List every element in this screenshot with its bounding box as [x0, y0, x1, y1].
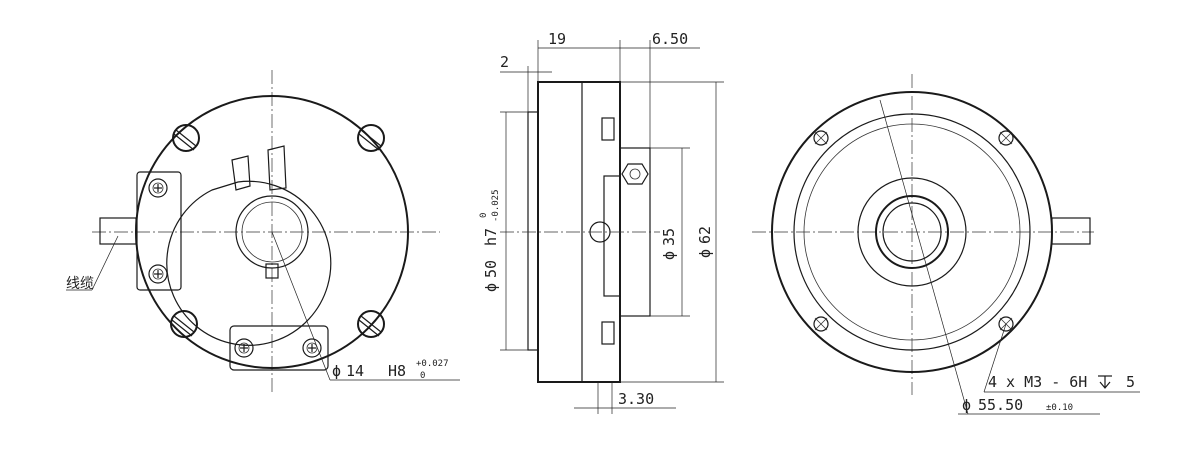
dim50-tol-lower: -0.025	[491, 189, 501, 222]
screw-top-left	[172, 124, 200, 152]
bore-key	[265, 263, 279, 279]
rear-ring-inner	[803, 123, 1021, 341]
screw-bottom-right	[357, 310, 385, 338]
bore-outer	[235, 195, 309, 269]
front-view: 线缆 ϕ 14 H8 +0.027 0	[66, 70, 460, 395]
dim50-value: 50	[482, 260, 500, 278]
inner-cutaway	[166, 180, 332, 346]
bore-phi-symbol: ϕ	[332, 362, 341, 380]
depth-icon	[1098, 375, 1112, 389]
wire-leader-line	[91, 235, 119, 291]
dim35-phi: ϕ	[660, 251, 678, 260]
rear-wire-stub	[1051, 217, 1091, 245]
plate-screw-right	[302, 338, 322, 358]
dim50-tol-upper: 0	[479, 213, 489, 218]
dim62-phi: ϕ	[696, 249, 714, 258]
dim50-phi: ϕ	[482, 283, 500, 292]
bore-leader-line	[271, 231, 331, 381]
side-rib-top	[601, 117, 615, 141]
bore-tol-lower: 0	[420, 371, 425, 381]
pcd-tol: ±0.10	[1046, 403, 1073, 413]
dim-650: 6.50	[652, 30, 688, 48]
bottom-plate	[229, 325, 329, 371]
dim-19: 19	[548, 30, 566, 48]
rear-hub-ring	[875, 195, 949, 269]
plate-screw-left	[234, 338, 254, 358]
dim35-value: 35	[660, 228, 678, 246]
boss-screw-bottom	[148, 264, 168, 284]
rear-hole-tl	[813, 130, 829, 146]
dim62-value: 62	[696, 226, 714, 244]
rear-view: 4 x M3 - 6H 5 ϕ 55.50 ±0.10	[752, 74, 1140, 415]
rear-hole-tr	[998, 130, 1014, 146]
dim-330: 3.30	[618, 390, 654, 408]
bore-diameter: 14	[346, 362, 364, 380]
dim-2: 2	[500, 53, 509, 71]
rear-hole-bl	[813, 316, 829, 332]
boss-screw-top	[148, 178, 168, 198]
holes-spec: 4 x M3 - 6H	[988, 373, 1087, 391]
side-inner-disc	[603, 175, 621, 297]
side-hex-hole	[629, 168, 641, 180]
dim50-fit: h7	[482, 228, 500, 246]
rear-bore	[882, 202, 942, 262]
bore-inner	[241, 201, 303, 263]
bore-fit: H8	[388, 362, 406, 380]
bore-tol-upper: +0.027	[416, 359, 449, 369]
rear-hub-outer	[857, 177, 967, 287]
wire-lead-label: 线缆	[66, 276, 94, 292]
holes-depth: 5	[1126, 373, 1135, 391]
screw-bottom-left	[170, 310, 198, 338]
side-hex-nut	[621, 163, 649, 185]
side-view: 19 6.50 2 ϕ 50 h7 0 -0.025 ϕ 35 ϕ	[479, 30, 724, 414]
left-boss	[136, 171, 182, 291]
wire-lead-stub	[99, 217, 137, 245]
screw-top-right	[357, 124, 385, 152]
key-tab	[231, 155, 251, 191]
pcd-phi: ϕ	[962, 396, 971, 414]
holes-leader	[983, 323, 1007, 393]
side-rib-bottom	[601, 321, 615, 345]
rear-pcd-ring-outer	[793, 113, 1031, 351]
pcd-leader	[879, 99, 969, 415]
slot-tab	[267, 145, 287, 191]
pcd-value: 55.50	[978, 396, 1023, 414]
side-pilot	[527, 111, 539, 351]
